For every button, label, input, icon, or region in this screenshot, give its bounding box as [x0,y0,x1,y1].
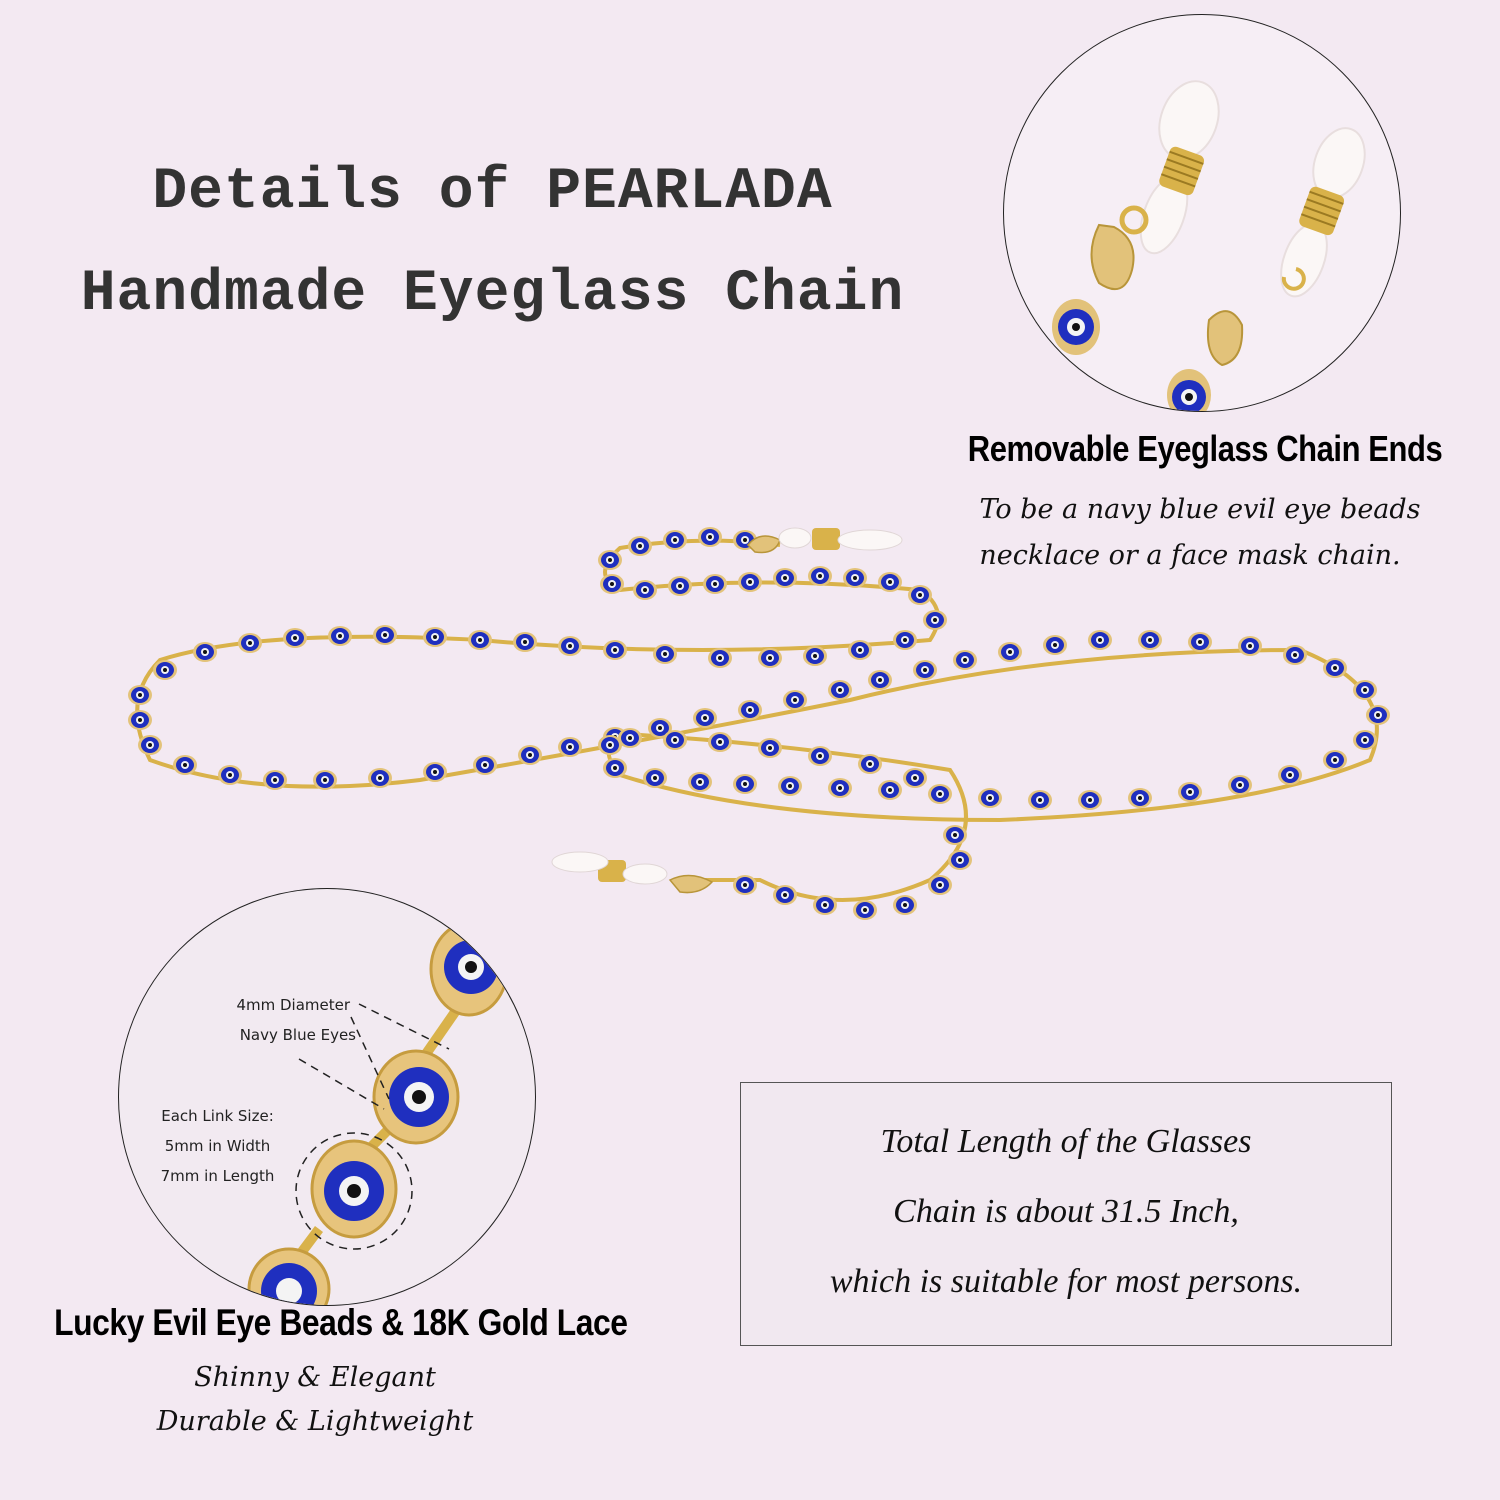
bead-diameter-label: 4mm Diameter [236,996,350,1014]
link-width-label: 5mm in Width [164,1137,271,1155]
page-title-line-1: Details of PEARLADA [152,160,833,225]
chain-ends-illustration [1052,80,1366,411]
bottom-chain-end [551,851,714,894]
beads-heading: Lucky Evil Eye Beads & 18K Gold Lace [54,1302,628,1343]
top-chain-end [746,527,903,554]
beads-description-line-2: Durable & Lightweight [156,1406,474,1437]
evil-eye-beads [128,527,1390,920]
length-info-line-2: Chain is about 31.5 Inch, [893,1193,1239,1230]
chain-ends-detail-image [1003,14,1401,412]
page-title-line-2: Handmade Eyeglass Chain [80,262,905,327]
length-info-line-1: Total Length of the Glasses [880,1123,1252,1160]
bead-detail-image [118,888,536,1306]
beads-description-line-1: Shinny & Elegant [194,1362,436,1393]
chain-length-info-box: Total Length of the Glasses Chain is abo… [740,1082,1392,1346]
link-size-label: Each Link Size: [161,1107,274,1125]
chain-ends-description-line-2: necklace or a face mask chain. [979,540,1401,571]
bead-color-label: Navy Blue Eyes [239,1026,356,1044]
link-length-label: 7mm in Length [160,1167,275,1185]
chain-ends-heading: Removable Eyeglass Chain Ends [967,428,1443,469]
chain-ends-description-line-1: To be a navy blue evil eye beads [979,494,1421,525]
bead-closeup-illustration [247,921,509,1305]
length-info-line-3: which is suitable for most persons. [829,1263,1303,1300]
